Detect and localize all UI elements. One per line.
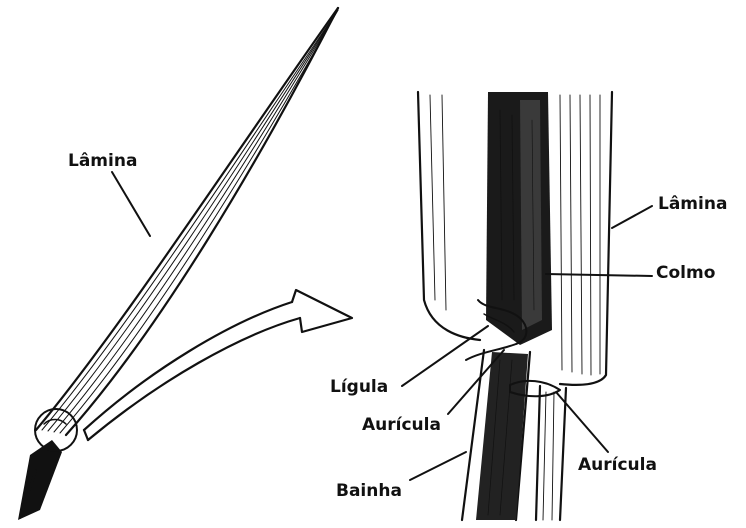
label-auricula-right: Aurícula <box>578 455 657 475</box>
leaf-blade-whole <box>18 8 338 520</box>
label-auricula-left: Aurícula <box>362 415 441 435</box>
label-ligula: Lígula <box>330 377 388 397</box>
label-lamina-right: Lâmina <box>658 194 727 214</box>
leader-lamina-right <box>612 206 652 228</box>
label-bainha: Bainha <box>336 481 402 501</box>
magnify-arrow <box>84 290 352 440</box>
leader-colmo <box>546 274 652 276</box>
label-lamina-left: Lâmina <box>68 151 137 171</box>
leader-bainha <box>410 452 466 480</box>
leader-lamina-left <box>112 172 150 236</box>
label-colmo: Colmo <box>656 263 715 283</box>
